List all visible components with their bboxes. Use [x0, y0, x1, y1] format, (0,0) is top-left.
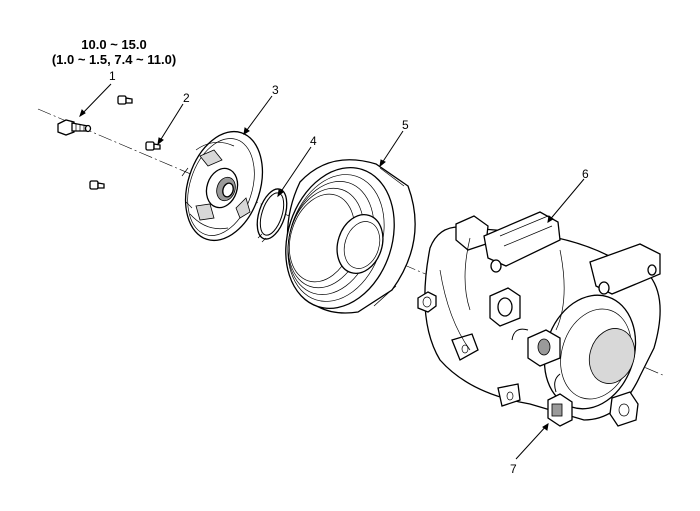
- callout-2: 2: [183, 91, 190, 105]
- torque-spec-line2: (1.0 ~ 1.5, 7.4 ~ 11.0): [51, 52, 177, 67]
- armature-plate-part-3: [181, 130, 264, 242]
- torque-spec: 10.0 ~ 15.0 (1.0 ~ 1.5, 7.4 ~ 11.0): [48, 37, 180, 67]
- callout-4: 4: [310, 134, 317, 148]
- torque-spec-line1: 10.0 ~ 15.0: [81, 37, 147, 52]
- leader-3: [243, 95, 273, 135]
- bolt-part-2: [145, 141, 161, 151]
- callout-3: 3: [272, 83, 279, 97]
- snap-ring-part-4: [256, 188, 288, 243]
- callout-1: 1: [109, 69, 116, 83]
- compressor-body-part-6: [417, 211, 661, 427]
- leader-4: [277, 146, 312, 197]
- bolt-part-1: [57, 119, 92, 136]
- leader-6: [547, 178, 585, 223]
- callout-7: 7: [510, 462, 517, 476]
- callout-6: 6: [582, 167, 589, 181]
- bolt-lower: [89, 180, 105, 190]
- leader-2: [157, 103, 184, 145]
- bolt-upper: [117, 95, 133, 105]
- pulley-part-5: [285, 159, 416, 314]
- leader-7: [515, 423, 549, 460]
- leader-1: [79, 83, 112, 117]
- leader-5: [379, 130, 404, 167]
- connector-part-7: [547, 373, 573, 427]
- callout-5: 5: [402, 118, 409, 132]
